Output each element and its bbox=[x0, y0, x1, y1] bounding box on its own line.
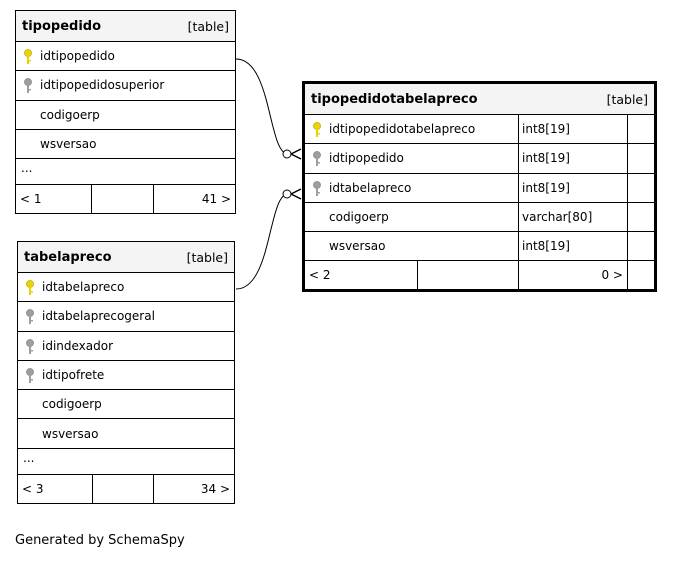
column-row[interactable]: idindexador bbox=[18, 332, 234, 361]
column-row[interactable]: idtipofrete bbox=[18, 361, 234, 391]
column-type: int8[19] bbox=[519, 115, 628, 144]
column-name: wsversao bbox=[42, 426, 99, 441]
relation-tabelapreco-to-tipopedidotabelapreco bbox=[235, 193, 289, 290]
column-name-cell: idtabelapreco bbox=[305, 173, 519, 202]
children-count[interactable]: 34 > bbox=[200, 481, 230, 496]
foreign-key-icon bbox=[24, 78, 32, 94]
column-type: int8[19] bbox=[519, 173, 628, 202]
table-tipopedido[interactable]: tipopedido [table] idtipopedido idtipope… bbox=[15, 10, 236, 215]
column-row[interactable]: wsversao bbox=[16, 130, 235, 160]
column-row[interactable]: wsversao bbox=[18, 419, 234, 449]
relation-crowfoot bbox=[290, 148, 302, 160]
column-name: idtabelapreco bbox=[42, 280, 125, 295]
foreign-key-icon bbox=[26, 309, 34, 325]
table-tabelapreco[interactable]: tabelapreco [table] idtabelapreco idtabe… bbox=[17, 241, 235, 504]
more-columns-indicator: ... bbox=[16, 159, 235, 186]
children-count[interactable]: 0 > bbox=[601, 268, 623, 283]
column-name: idtipofrete bbox=[42, 368, 105, 383]
footer-spacer bbox=[92, 185, 154, 214]
footer-spacer bbox=[418, 261, 519, 290]
column-name-cell: idtipopedido bbox=[305, 144, 519, 173]
column-row[interactable]: wsversao int8[19] bbox=[305, 232, 654, 262]
column-row[interactable]: idtipopedidosuperior bbox=[16, 71, 235, 101]
column-name-cell: idtipopedidotabelapreco bbox=[305, 115, 519, 144]
table-type: [table] bbox=[187, 18, 229, 34]
relation-optional-marker bbox=[282, 149, 292, 159]
column-row[interactable]: idtabelaprecogeral bbox=[18, 302, 234, 332]
table-name: tabelapreco bbox=[24, 249, 112, 265]
table-columns: idtabelapreco idtabelaprecogeral idindex… bbox=[18, 273, 234, 449]
column-name: idtipopedido bbox=[40, 49, 115, 64]
table-footer: < 2 0 > bbox=[305, 261, 628, 290]
foreign-key-icon bbox=[313, 151, 321, 167]
table-footer: < 1 41 > bbox=[16, 185, 235, 214]
column-name: wsversao bbox=[40, 137, 97, 152]
column-row[interactable]: idtabelapreco bbox=[18, 273, 234, 303]
primary-key-icon bbox=[24, 49, 32, 64]
column-name: idindexador bbox=[42, 338, 114, 353]
table-tipopedidotabelapreco[interactable]: tipopedidotabelapreco [table] idtipopedi… bbox=[302, 81, 657, 293]
column-name: codigoerp bbox=[329, 210, 389, 225]
parents-count[interactable]: < 3 bbox=[18, 474, 93, 503]
table-type: [table] bbox=[186, 249, 228, 265]
relation-tipopedido-to-tipopedidotabelapreco bbox=[235, 58, 289, 155]
relation-optional-marker bbox=[282, 189, 292, 199]
column-name: codigoerp bbox=[40, 107, 100, 122]
column-name: idtabelapreco bbox=[329, 180, 412, 195]
column-name: wsversao bbox=[329, 239, 386, 254]
foreign-key-icon bbox=[26, 367, 34, 383]
table-type: [table] bbox=[606, 91, 648, 107]
column-type: varchar[80] bbox=[519, 202, 628, 232]
column-row[interactable]: idtipopedido bbox=[16, 42, 235, 72]
column-row[interactable]: codigoerp bbox=[16, 101, 235, 130]
primary-key-icon bbox=[26, 280, 34, 295]
table-footer: < 3 34 > bbox=[18, 474, 234, 503]
column-row[interactable]: idtipopedido int8[19] bbox=[305, 144, 654, 174]
column-name: idtabelaprecogeral bbox=[42, 309, 155, 324]
column-row[interactable]: idtabelapreco int8[19] bbox=[305, 173, 654, 203]
column-type: int8[19] bbox=[519, 232, 628, 261]
column-name: idtipopedidosuperior bbox=[40, 78, 165, 93]
parents-count[interactable]: < 2 bbox=[305, 261, 418, 290]
more-columns-indicator: ... bbox=[18, 449, 234, 475]
column-name: idtipopedido bbox=[329, 151, 404, 166]
table-header: tipopedidotabelapreco [table] bbox=[305, 84, 654, 115]
table-header: tabelapreco [table] bbox=[18, 242, 234, 273]
column-name-cell: wsversao bbox=[305, 232, 519, 261]
foreign-key-icon bbox=[313, 180, 321, 196]
table-columns: idtipopedidotabelapreco int8[19] idtipop… bbox=[305, 115, 654, 262]
table-name: tipopedidotabelapreco bbox=[311, 91, 478, 107]
column-row[interactable]: codigoerp varchar[80] bbox=[305, 202, 654, 233]
column-name-cell: codigoerp bbox=[305, 202, 519, 232]
column-type: int8[19] bbox=[519, 144, 628, 173]
column-row[interactable]: codigoerp bbox=[18, 390, 234, 420]
children-count[interactable]: 41 > bbox=[201, 192, 231, 207]
column-row[interactable]: idtipopedidotabelapreco int8[19] bbox=[305, 115, 654, 145]
table-columns: idtipopedido idtipopedidosuperior codigo… bbox=[16, 42, 235, 160]
parents-count[interactable]: < 1 bbox=[16, 185, 92, 214]
footer-spacer bbox=[93, 474, 154, 503]
column-name: idtipopedidotabelapreco bbox=[329, 122, 476, 137]
column-name: codigoerp bbox=[42, 397, 102, 412]
relation-crowfoot bbox=[290, 188, 302, 200]
foreign-key-icon bbox=[26, 338, 34, 354]
generated-by-credit: Generated by SchemaSpy bbox=[15, 533, 185, 548]
table-header: tipopedido [table] bbox=[16, 11, 235, 42]
primary-key-icon bbox=[313, 122, 321, 137]
table-name: tipopedido bbox=[22, 18, 102, 34]
